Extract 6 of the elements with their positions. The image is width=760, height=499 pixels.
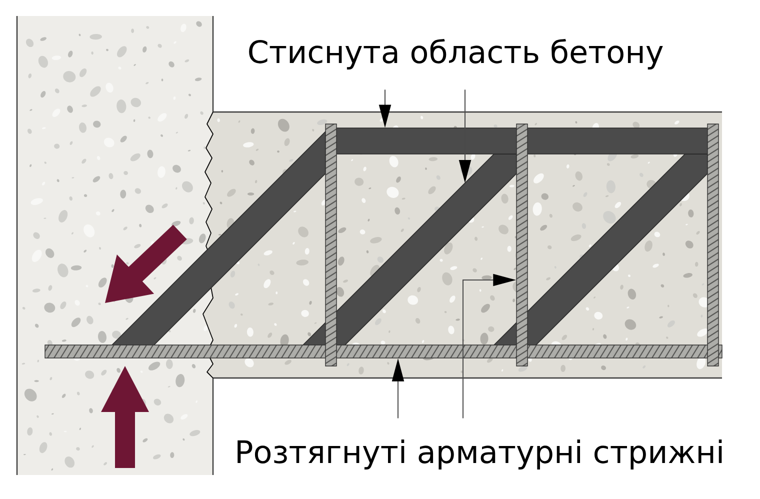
compression-chord bbox=[336, 128, 708, 154]
callout-label: Стиснута область бетону bbox=[249, 38, 663, 70]
stirrup-rebar bbox=[325, 124, 337, 366]
callout-label: Розтягнуті арматурні стрижні bbox=[238, 439, 722, 470]
stirrup-rebar bbox=[707, 124, 719, 366]
stirrup-rebar bbox=[516, 124, 528, 366]
